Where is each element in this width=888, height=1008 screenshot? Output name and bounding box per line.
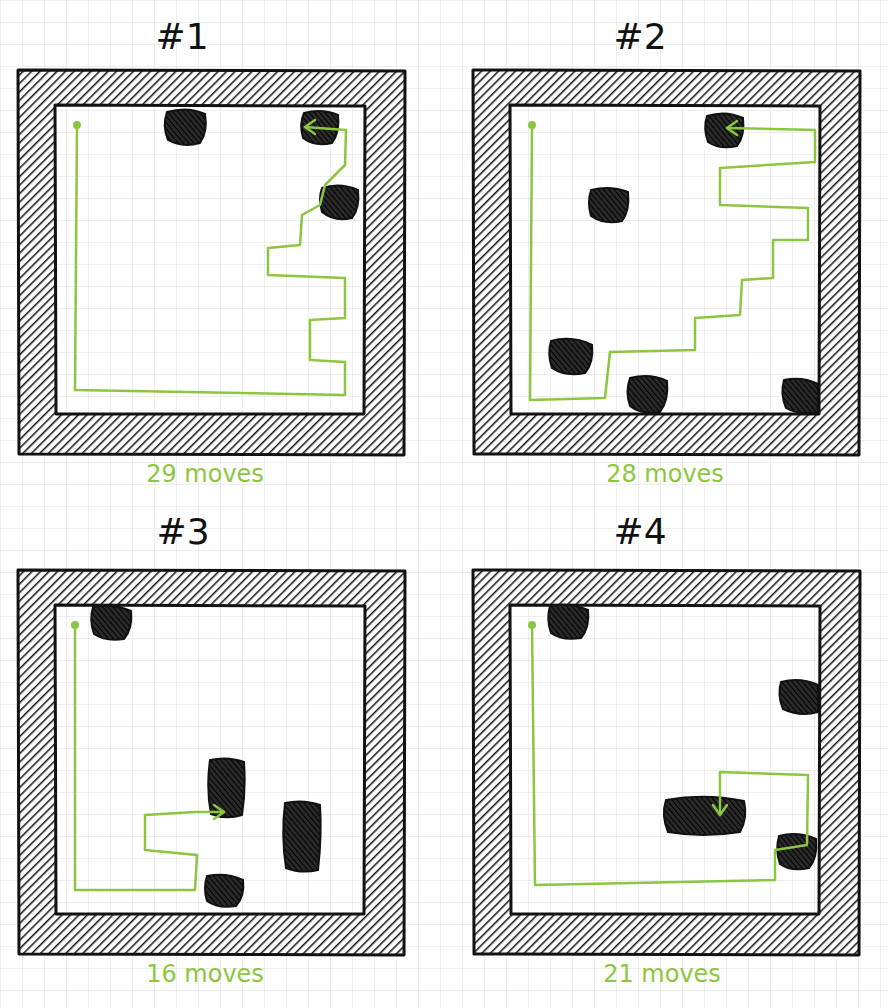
move-count: 29 moves: [146, 461, 264, 487]
arrow-head: [305, 120, 315, 134]
obstacle: [91, 606, 131, 640]
solution-path: [75, 125, 346, 395]
wall: [473, 70, 860, 455]
obstacle: [589, 188, 628, 222]
start-dot: [71, 621, 79, 629]
obstacle: [205, 875, 243, 907]
solution-path: [530, 125, 815, 400]
arrow-head: [727, 121, 737, 135]
obstacle: [777, 834, 816, 869]
arrow-head: [214, 805, 224, 819]
obstacle: [779, 680, 818, 714]
move-count: 28 moves: [606, 461, 724, 487]
start-dot: [528, 621, 536, 629]
panel-heading: #3: [156, 512, 209, 552]
start-dot: [73, 121, 81, 129]
wall: [473, 570, 860, 955]
wall: [18, 570, 405, 955]
panel-heading: #4: [613, 512, 666, 552]
panel-heading: #1: [155, 17, 208, 57]
move-count: 16 moves: [146, 961, 264, 987]
obstacle: [208, 758, 244, 817]
obstacle: [548, 605, 588, 639]
move-count: 21 moves: [603, 961, 721, 987]
obstacle: [705, 113, 743, 147]
solution-path: [532, 625, 808, 885]
obstacle: [165, 109, 206, 144]
arrow-head: [713, 805, 727, 815]
obstacle: [549, 339, 592, 374]
obstacle: [782, 379, 818, 414]
obstacle: [283, 801, 320, 871]
obstacle: [664, 797, 745, 835]
solution-path: [75, 625, 224, 890]
obstacle: [628, 376, 668, 413]
wall: [18, 70, 405, 455]
start-dot: [528, 121, 536, 129]
panel-heading: #2: [613, 17, 666, 57]
obstacle: [320, 185, 358, 219]
